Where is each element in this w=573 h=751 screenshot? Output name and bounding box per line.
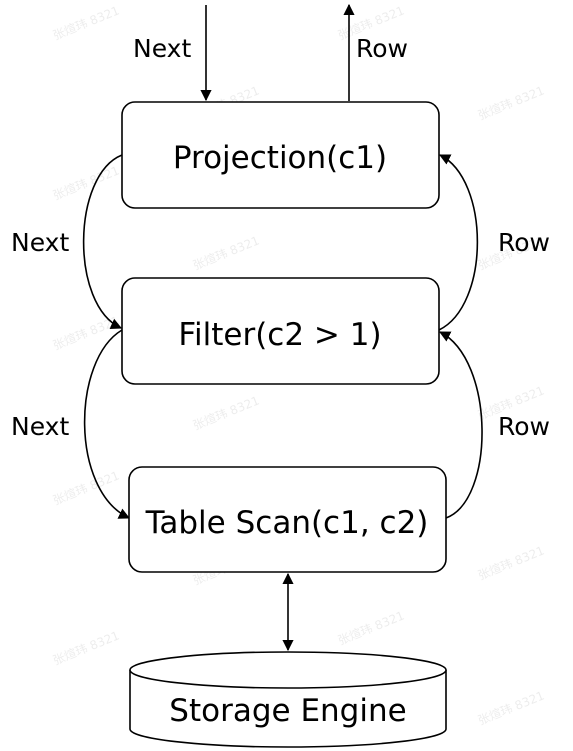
filter-label: Filter(c2 > 1) xyxy=(178,317,381,353)
watermark: 张煊玮 8321 xyxy=(51,3,122,43)
table-scan-label: Table Scan(c1, c2) xyxy=(145,505,429,541)
next-label-projection-filter: Next xyxy=(11,228,69,257)
storage-engine-cylinder xyxy=(129,651,447,748)
table-scan-node xyxy=(128,466,447,573)
row-arrow-filter-projection xyxy=(438,154,479,331)
watermark: 张煊玮 8321 xyxy=(51,468,122,508)
top-next-label: Next xyxy=(133,34,191,63)
next-arrow-projection-filter xyxy=(82,154,123,329)
watermark: 张煊玮 8321 xyxy=(191,393,262,433)
watermark: 张煊玮 8321 xyxy=(191,233,262,273)
row-label-filter-projection: Row xyxy=(498,228,550,257)
projection-label: Projection(c1) xyxy=(173,140,387,176)
filter-node xyxy=(121,277,440,385)
storage-engine-label: Storage Engine xyxy=(169,693,406,729)
row-label-scan-filter: Row xyxy=(498,412,550,441)
watermark: 张煊玮 8321 xyxy=(476,83,547,123)
storage-cylinder-body xyxy=(129,670,447,748)
watermark: 张煊玮 8321 xyxy=(51,313,122,353)
watermark: 张煊玮 8321 xyxy=(51,628,122,668)
row-arrow-scan-filter xyxy=(439,331,483,519)
storage-cylinder-top xyxy=(129,651,447,689)
next-label-filter-scan: Next xyxy=(11,412,69,441)
top-row-label: Row xyxy=(356,34,408,63)
next-arrow-filter-scan xyxy=(83,329,131,519)
watermark: 张煊玮 8321 xyxy=(336,608,407,648)
watermark: 张煊玮 8321 xyxy=(51,163,122,203)
watermark: 张煊玮 8321 xyxy=(476,688,547,728)
watermark: 张煊玮 8321 xyxy=(476,543,547,583)
